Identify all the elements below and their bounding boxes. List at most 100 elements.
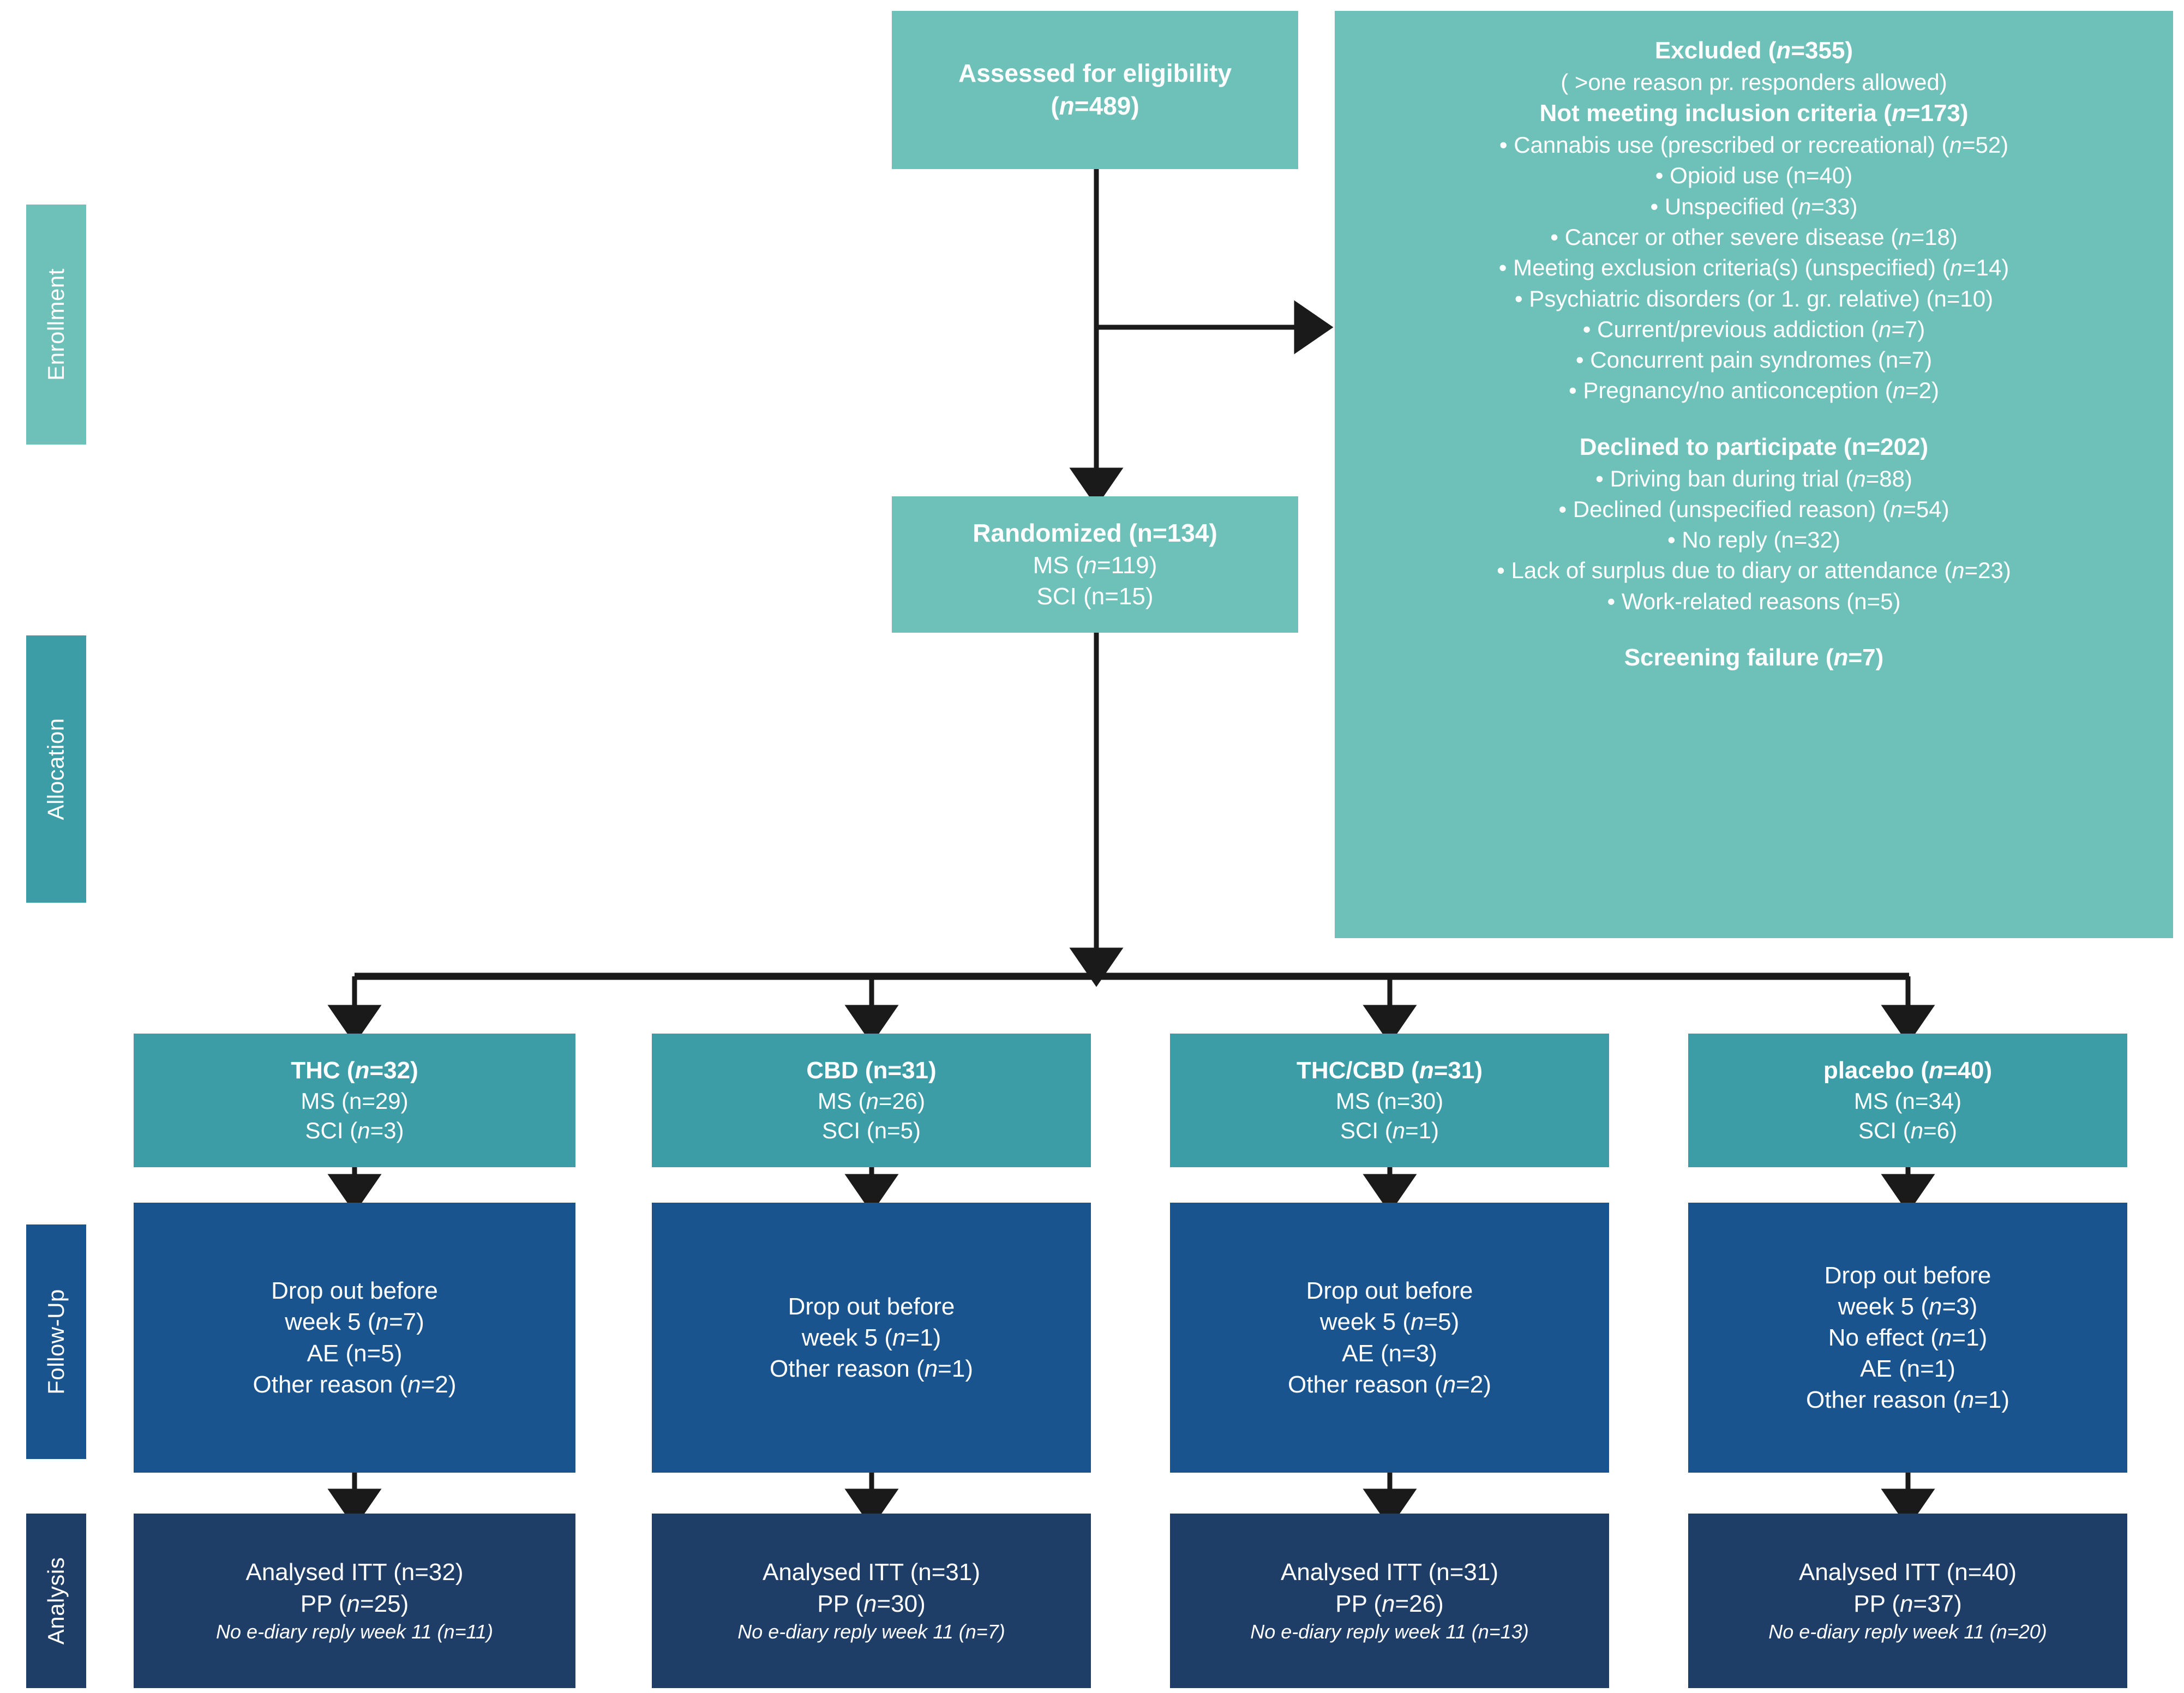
randomized-box: Randomized (n=134) MS (n=119) SCI (n=15)	[892, 496, 1298, 633]
allocation-sci: SCI (n=1)	[1340, 1118, 1439, 1144]
excluded-inclusion-item: • Pregnancy/no anticonception (n=2)	[1569, 377, 1939, 404]
bullet-icon: •	[1514, 285, 1529, 311]
dropout-line: Other reason (n=2)	[253, 1371, 457, 1398]
excluded-inclusion-item: • Meeting exclusion criteria(s) (unspeci…	[1498, 255, 2009, 281]
excluded-declined-item: • No reply (n=32)	[1667, 527, 1840, 553]
analysis-note: No e-diary reply week 11 (n=7)	[737, 1620, 1005, 1643]
bullet-icon: •	[1558, 496, 1573, 522]
analysis-pp: PP (n=25)	[300, 1590, 409, 1617]
excluded-inclusion-item: • Cannabis use (prescribed or recreation…	[1499, 132, 2009, 158]
allocation-box-cbd: CBD (n=31) MS (n=26) SCI (n=5)	[652, 1034, 1091, 1167]
randomized-title: Randomized (n=134)	[973, 518, 1217, 547]
stage-band-enrollment-label: Enrollment	[43, 268, 69, 381]
allocation-sci: SCI (n=5)	[822, 1118, 921, 1144]
allocation-sci: SCI (n=3)	[305, 1118, 404, 1144]
dropout-box-thccbd: Drop out before week 5 (n=5) AE (n=3) Ot…	[1170, 1203, 1609, 1473]
assessed-title: Assessed for eligibility	[958, 59, 1232, 88]
analysis-box-thc: Analysed ITT (n=32) PP (n=25) No e-diary…	[134, 1514, 575, 1688]
allocation-ms: MS (n=26)	[817, 1088, 926, 1114]
bullet-icon: •	[1575, 347, 1591, 373]
allocation-title: CBD (n=31)	[806, 1057, 937, 1084]
dropout-line: week 5 (n=3)	[1838, 1293, 1978, 1320]
dropout-box-thc: Drop out before week 5 (n=7) AE (n=5) Ot…	[134, 1203, 575, 1473]
allocation-ms: MS (n=29)	[301, 1088, 409, 1114]
stage-band-enrollment: Enrollment	[26, 205, 86, 445]
excluded-declined-item: • Work-related reasons (n=5)	[1607, 588, 1901, 614]
analysis-box-cbd: Analysed ITT (n=31) PP (n=30) No e-diary…	[652, 1514, 1091, 1688]
excluded-inclusion-item: • Cancer or other severe disease (n=18)	[1550, 224, 1958, 250]
analysis-itt: Analysed ITT (n=31)	[1280, 1559, 1499, 1586]
analysis-pp: PP (n=26)	[1335, 1590, 1444, 1617]
dropout-line: Drop out before	[271, 1277, 438, 1305]
allocation-ms: MS (n=30)	[1335, 1088, 1444, 1114]
dropout-line: AE (n=3)	[1342, 1340, 1437, 1367]
bullet-icon: •	[1582, 316, 1598, 342]
randomized-sci: SCI (n=15)	[1036, 583, 1154, 610]
bullet-icon: •	[1607, 588, 1622, 614]
dropout-line: No effect (n=1)	[1828, 1324, 1988, 1351]
excluded-inclusion-item: • Psychiatric disorders (or 1. gr. relat…	[1514, 285, 1994, 311]
analysis-itt: Analysed ITT (n=31)	[762, 1559, 981, 1586]
dropout-line: week 5 (n=7)	[285, 1308, 424, 1336]
excluded-inclusion-item: • Opioid use (n=40)	[1655, 163, 1853, 189]
stage-band-analysis-label: Analysis	[43, 1557, 69, 1645]
excluded-inclusion-item: • Concurrent pain syndromes (n=7)	[1575, 347, 1933, 373]
excluded-declined-item: • Driving ban during trial (n=88)	[1595, 465, 1912, 491]
excluded-heading: Excluded (n=355)	[1654, 37, 1853, 64]
analysis-note: No e-diary reply week 11 (n=20)	[1768, 1620, 2047, 1643]
dropout-line: Drop out before	[1824, 1262, 1991, 1289]
dropout-box-cbd: Drop out before week 5 (n=1) Other reaso…	[652, 1203, 1091, 1473]
stage-band-allocation-label: Allocation	[43, 718, 69, 820]
excluded-inclusion-item: • Unspecified (n=33)	[1650, 193, 1858, 219]
analysis-note: No e-diary reply week 11 (n=11)	[216, 1620, 493, 1643]
allocation-box-placebo: placebo (n=40) MS (n=34) SCI (n=6)	[1688, 1034, 2127, 1167]
bullet-icon: •	[1595, 465, 1610, 491]
dropout-box-placebo: Drop out before week 5 (n=3) No effect (…	[1688, 1203, 2127, 1473]
analysis-box-thccbd: Analysed ITT (n=31) PP (n=26) No e-diary…	[1170, 1514, 1609, 1688]
excluded-screening-failure: Screening failure (n=7)	[1624, 644, 1884, 671]
bullet-icon: •	[1650, 193, 1665, 219]
allocation-box-thc: THC (n=32) MS (n=29) SCI (n=3)	[134, 1034, 575, 1167]
dropout-line: Drop out before	[1306, 1277, 1473, 1305]
stage-band-allocation: Allocation	[26, 635, 86, 903]
assessed-count: (n=489)	[1051, 92, 1139, 120]
bullet-icon: •	[1550, 224, 1565, 250]
randomized-ms: MS (n=119)	[1033, 551, 1157, 579]
analysis-box-placebo: Analysed ITT (n=40) PP (n=37) No e-diary…	[1688, 1514, 2127, 1688]
stage-band-followup: Follow-Up	[26, 1224, 86, 1459]
excluded-inclusion-item: • Current/previous addiction (n=7)	[1582, 316, 1925, 342]
analysis-itt: Analysed ITT (n=40)	[1798, 1559, 2017, 1586]
dropout-line: Drop out before	[788, 1293, 955, 1320]
dropout-line: week 5 (n=5)	[1319, 1308, 1460, 1336]
analysis-note: No e-diary reply week 11 (n=13)	[1250, 1620, 1529, 1643]
allocation-title: THC (n=32)	[291, 1057, 418, 1084]
bullet-icon: •	[1498, 255, 1514, 281]
excluded-inclusion-heading: Not meeting inclusion criteria (n=173)	[1539, 100, 1969, 127]
excluded-declined-item: • Declined (unspecified reason) (n=54)	[1558, 496, 1949, 522]
stage-band-analysis: Analysis	[26, 1514, 86, 1688]
dropout-line: AE (n=1)	[1860, 1355, 1955, 1383]
excluded-panel: Excluded (n=355) ( >one reason pr. respo…	[1335, 11, 2173, 938]
dropout-line: Other reason (n=2)	[1288, 1371, 1491, 1398]
bullet-icon: •	[1655, 163, 1670, 189]
excluded-declined-heading: Declined to participate (n=202)	[1579, 433, 1929, 460]
bullet-icon: •	[1499, 132, 1514, 158]
excluded-note: ( >one reason pr. responders allowed)	[1561, 69, 1947, 95]
allocation-title: THC/CBD (n=31)	[1296, 1057, 1483, 1084]
allocation-box-thccbd: THC/CBD (n=31) MS (n=30) SCI (n=1)	[1170, 1034, 1609, 1167]
allocation-ms: MS (n=34)	[1853, 1088, 1962, 1114]
allocation-sci: SCI (n=6)	[1858, 1118, 1957, 1144]
excluded-declined-item: • Lack of surplus due to diary or attend…	[1497, 557, 2011, 584]
allocation-title: placebo (n=40)	[1823, 1057, 1993, 1084]
stage-band-followup-label: Follow-Up	[43, 1289, 69, 1395]
assessed-for-eligibility-box: Assessed for eligibility (n=489)	[892, 11, 1298, 169]
analysis-pp: PP (n=37)	[1853, 1590, 1962, 1617]
bullet-icon: •	[1667, 527, 1682, 553]
bullet-icon: •	[1569, 377, 1583, 404]
dropout-line: AE (n=5)	[307, 1340, 403, 1367]
dropout-line: week 5 (n=1)	[801, 1324, 941, 1351]
dropout-line: Other reason (n=1)	[770, 1355, 973, 1383]
bullet-icon: •	[1497, 557, 1511, 584]
analysis-itt: Analysed ITT (n=32)	[245, 1559, 464, 1586]
